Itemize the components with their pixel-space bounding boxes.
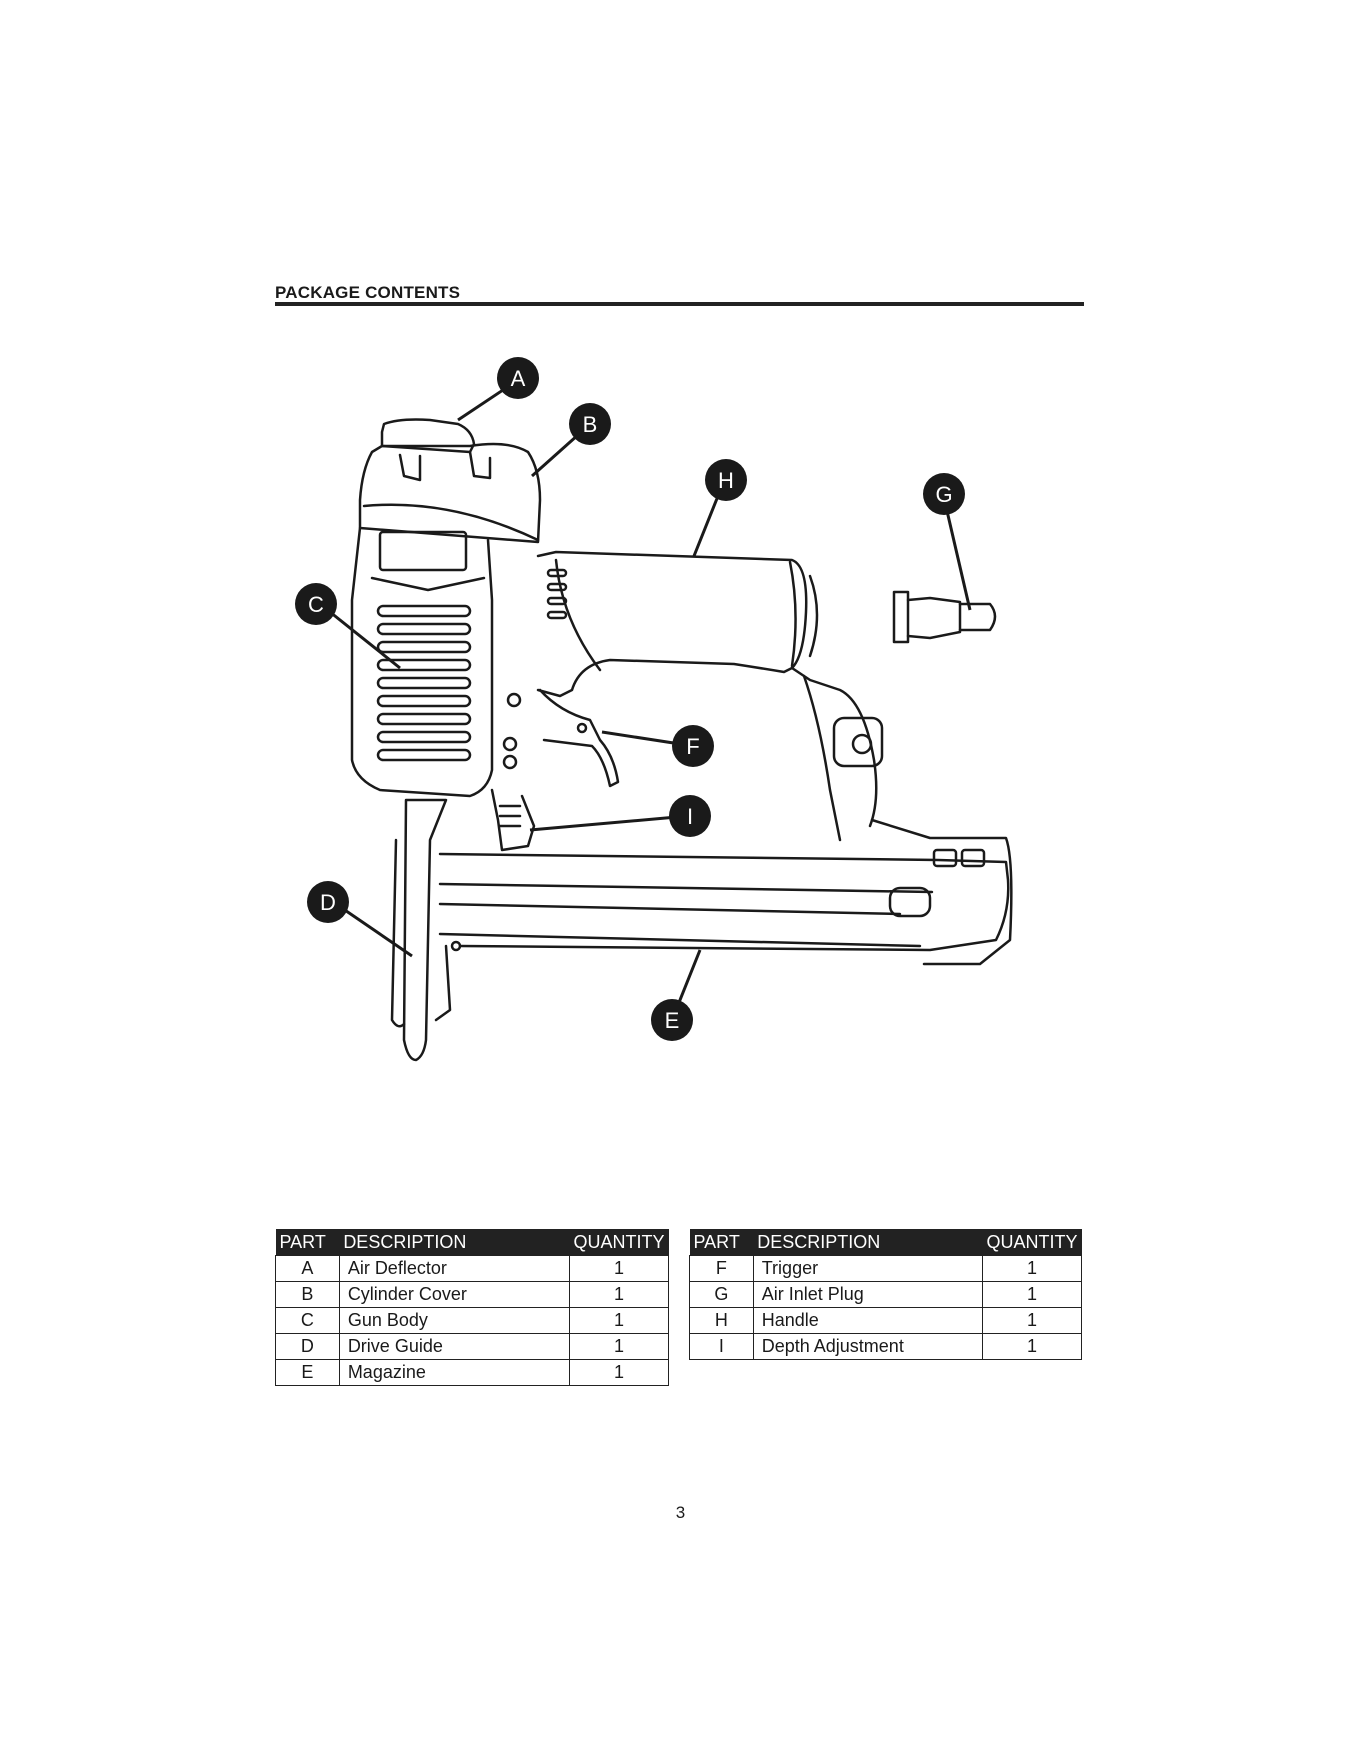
leader-lines <box>330 380 970 1020</box>
part-description: Gun Body <box>339 1308 569 1334</box>
callout-g-label: G <box>935 482 952 507</box>
header-quantity: QUANTITY <box>982 1229 1081 1256</box>
part-description: Air Inlet Plug <box>753 1282 982 1308</box>
part-quantity: 1 <box>569 1282 668 1308</box>
header-part: PART <box>690 1229 754 1256</box>
table-row: B Cylinder Cover 1 <box>276 1282 669 1308</box>
header-description: DESCRIPTION <box>753 1229 982 1256</box>
table-row: H Handle 1 <box>690 1308 1082 1334</box>
part-quantity: 1 <box>569 1308 668 1334</box>
callout-B: B <box>569 403 611 445</box>
cylinder-cover-shape <box>360 444 540 542</box>
handle-shape <box>538 552 806 696</box>
callout-i-label: I <box>687 804 693 829</box>
part-quantity: 1 <box>569 1256 668 1282</box>
table-row: G Air Inlet Plug 1 <box>690 1282 1082 1308</box>
table-header-row: PART DESCRIPTION QUANTITY <box>276 1229 669 1256</box>
parts-table-left: PART DESCRIPTION QUANTITY A Air Deflecto… <box>275 1229 669 1386</box>
part-description: Cylinder Cover <box>339 1282 569 1308</box>
page-number: 3 <box>0 1503 1361 1523</box>
callout-C: C <box>295 583 337 625</box>
callout-a-label: A <box>511 366 526 391</box>
table-row: C Gun Body 1 <box>276 1308 669 1334</box>
body-grill <box>378 606 470 760</box>
part-quantity: 1 <box>569 1360 668 1386</box>
part-code: G <box>690 1282 754 1308</box>
part-description: Air Deflector <box>339 1256 569 1282</box>
part-description: Drive Guide <box>339 1334 569 1360</box>
depth-adjustment-shape <box>492 790 534 850</box>
callout-c-label: C <box>308 592 324 617</box>
part-quantity: 1 <box>982 1308 1081 1334</box>
section-title: PACKAGE CONTENTS <box>275 283 460 303</box>
part-quantity: 1 <box>569 1334 668 1360</box>
table-row: D Drive Guide 1 <box>276 1334 669 1360</box>
header-part: PART <box>276 1229 340 1256</box>
callout-b-label: B <box>583 412 598 437</box>
header-description: DESCRIPTION <box>339 1229 569 1256</box>
part-description: Handle <box>753 1308 982 1334</box>
part-code: A <box>276 1256 340 1282</box>
header-quantity: QUANTITY <box>569 1229 668 1256</box>
callout-f-label: F <box>686 734 699 759</box>
callout-F: F <box>672 725 714 767</box>
parts-table-right: PART DESCRIPTION QUANTITY F Trigger 1 G … <box>689 1229 1082 1360</box>
part-code: E <box>276 1360 340 1386</box>
trigger-shape <box>540 690 618 786</box>
part-description: Magazine <box>339 1360 569 1386</box>
air-inlet-plug-shape <box>894 592 908 642</box>
table-row: F Trigger 1 <box>690 1256 1082 1282</box>
part-description: Trigger <box>753 1256 982 1282</box>
callout-D: D <box>307 881 349 923</box>
part-code: D <box>276 1334 340 1360</box>
part-quantity: 1 <box>982 1256 1081 1282</box>
callout-d-label: D <box>320 890 336 915</box>
callout-E: E <box>651 999 693 1041</box>
title-divider <box>275 302 1084 306</box>
part-code: H <box>690 1308 754 1334</box>
table-row: E Magazine 1 <box>276 1360 669 1386</box>
part-quantity: 1 <box>982 1334 1081 1360</box>
nailer-diagram: A B C D E F G H I <box>270 350 1090 1070</box>
table-row: A Air Deflector 1 <box>276 1256 669 1282</box>
callout-H: H <box>705 459 747 501</box>
table-header-row: PART DESCRIPTION QUANTITY <box>690 1229 1082 1256</box>
table-row: I Depth Adjustment 1 <box>690 1334 1082 1360</box>
part-quantity: 1 <box>982 1282 1081 1308</box>
part-code: C <box>276 1308 340 1334</box>
drive-guide-shape <box>404 800 446 1060</box>
callout-e-label: E <box>665 1008 680 1033</box>
callout-G: G <box>923 473 965 515</box>
part-code: B <box>276 1282 340 1308</box>
callout-A: A <box>497 357 539 399</box>
callout-I: I <box>669 795 711 837</box>
callout-h-label: H <box>718 468 734 493</box>
part-code: I <box>690 1334 754 1360</box>
part-code: F <box>690 1256 754 1282</box>
part-description: Depth Adjustment <box>753 1334 982 1360</box>
